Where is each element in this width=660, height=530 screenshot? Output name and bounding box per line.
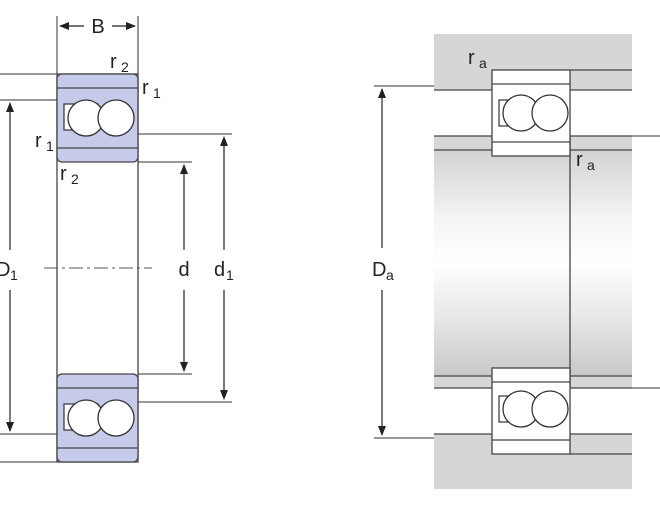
svg-text:2: 2 bbox=[71, 171, 79, 187]
label-r1-right: r 1 bbox=[142, 77, 161, 101]
label-r2-bottom: r 2 bbox=[60, 163, 79, 187]
left-bearing-section bbox=[56, 73, 139, 463]
label-ra-top: r a bbox=[468, 47, 487, 71]
svg-text:r: r bbox=[35, 130, 42, 152]
label-r2-top: r 2 bbox=[110, 51, 129, 75]
svg-text:1: 1 bbox=[46, 138, 54, 154]
label-B: B bbox=[91, 16, 104, 38]
svg-text:r: r bbox=[142, 77, 149, 99]
svg-text:1: 1 bbox=[10, 267, 18, 283]
dimension-Da: D a bbox=[372, 85, 434, 439]
dimension-D1: D 1 bbox=[0, 73, 57, 463]
svg-text:2: 2 bbox=[121, 59, 129, 75]
svg-text:1: 1 bbox=[153, 85, 161, 101]
label-ra-right: r a bbox=[576, 149, 595, 173]
svg-text:1: 1 bbox=[226, 267, 234, 283]
mounted-bearing-top bbox=[491, 69, 571, 157]
label-Da: D bbox=[372, 259, 386, 281]
svg-text:a: a bbox=[587, 157, 595, 173]
right-mounting-view: r a r a D a bbox=[372, 34, 660, 489]
label-d1: d bbox=[214, 259, 225, 281]
dimension-d1: d 1 bbox=[138, 133, 234, 403]
svg-text:r: r bbox=[60, 163, 67, 185]
dimension-B: B bbox=[56, 16, 139, 74]
svg-text:a: a bbox=[479, 55, 487, 71]
svg-text:r: r bbox=[576, 149, 583, 171]
label-d: d bbox=[178, 259, 189, 281]
mounted-bearing-bottom bbox=[491, 367, 571, 455]
label-r1-left: r 1 bbox=[35, 130, 54, 154]
ball-pair-bottom bbox=[63, 399, 135, 437]
left-bearing-view: B r 2 r 1 r 1 r 2 D 1 bbox=[0, 16, 234, 463]
shaft bbox=[434, 150, 632, 376]
svg-text:r: r bbox=[110, 51, 117, 73]
label-D1: D bbox=[0, 259, 10, 281]
ball-pair-top bbox=[63, 99, 135, 137]
dimension-d: d bbox=[138, 161, 192, 375]
svg-text:a: a bbox=[386, 267, 394, 283]
svg-text:r: r bbox=[468, 47, 475, 69]
